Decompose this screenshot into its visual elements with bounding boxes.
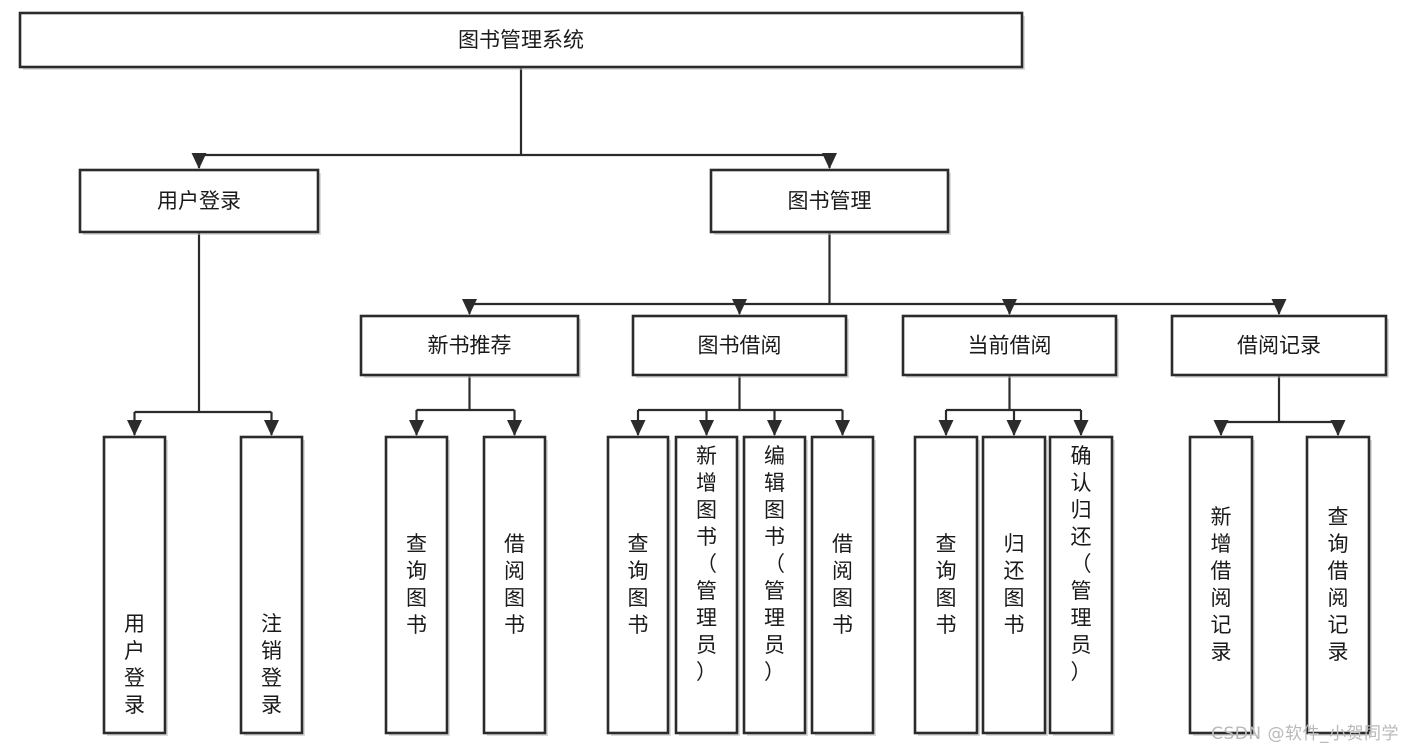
node-label: 查询借阅记录 <box>1328 505 1349 664</box>
node-label: 图书管理 <box>788 189 872 213</box>
arrow-head-icon <box>630 420 646 436</box>
node-box[interactable] <box>631 314 848 377</box>
node-label: 借阅记录 <box>1237 334 1321 358</box>
arrow-head-icon <box>1271 299 1287 315</box>
node-box[interactable] <box>1170 314 1388 377</box>
node-leaf-add-book[interactable]: 新增图书（管理员） <box>674 435 740 736</box>
node-label: 图书管理系统 <box>458 28 584 52</box>
node-leaf-user-login[interactable]: 用户登录 <box>102 435 168 736</box>
node-box[interactable] <box>901 314 1118 377</box>
node-leaf-logout-login[interactable]: 注销登录 <box>239 435 305 736</box>
arrow-head-icon <box>938 420 954 436</box>
arrow-head-icon <box>1002 299 1017 315</box>
node-label: 用户登录 <box>157 189 241 213</box>
arrow-head-icon <box>264 420 279 436</box>
node-leaf-query-book-2[interactable]: 查询图书 <box>606 435 671 736</box>
arrow-head-icon <box>835 420 850 436</box>
node-label: 查询图书 <box>936 532 957 637</box>
node-leaf-return-book[interactable]: 归还图书 <box>981 435 1048 736</box>
arrow-head-icon <box>1213 420 1229 436</box>
node-book-borrow[interactable]: 图书借阅 <box>631 314 849 378</box>
node-leaf-query-borrow-record[interactable]: 查询借阅记录 <box>1305 435 1372 736</box>
node-box[interactable] <box>606 435 670 735</box>
node-box[interactable] <box>810 435 875 735</box>
arrow-head-icon <box>1006 420 1022 436</box>
arrow-head-icon <box>409 420 424 436</box>
node-current-borrow[interactable]: 当前借阅 <box>901 314 1119 378</box>
node-label: 借阅图书 <box>832 532 853 637</box>
node-label: 图书借阅 <box>698 334 782 358</box>
node-label: 新增图书（管理员） <box>696 444 717 684</box>
node-label: 新书推荐 <box>428 334 512 358</box>
node-label: 查询图书 <box>406 532 427 637</box>
arrow-head-icon <box>507 420 522 436</box>
arrow-head-icon <box>699 420 714 436</box>
node-new-book-recommend[interactable]: 新书推荐 <box>359 314 581 378</box>
node-box[interactable] <box>78 168 320 234</box>
node-box[interactable] <box>482 435 547 735</box>
node-label: 注销登录 <box>261 612 282 717</box>
arrow-head-icon <box>1330 420 1346 436</box>
node-box[interactable] <box>1305 435 1371 735</box>
node-leaf-query-book-3[interactable]: 查询图书 <box>913 435 980 736</box>
node-box[interactable] <box>674 435 739 735</box>
node-label: 新增借阅记录 <box>1211 505 1232 664</box>
node-label: 确认归还（管理员） <box>1071 444 1092 684</box>
node-box[interactable] <box>981 435 1047 735</box>
arrow-head-icon <box>462 299 477 315</box>
arrow-head-icon <box>767 420 782 436</box>
arrow-head-icon <box>822 153 837 169</box>
node-box[interactable] <box>239 435 304 735</box>
arrow-head-icon <box>191 153 207 169</box>
arrow-head-icon <box>127 420 142 436</box>
connector-layer <box>127 67 1346 436</box>
node-layer: 图书管理系统用户登录图书管理新书推荐图书借阅当前借阅借阅记录用户登录注销登录查询… <box>18 11 1389 736</box>
node-user-login[interactable]: 用户登录 <box>78 168 321 235</box>
csdn-watermark: CSDN @软件_小贺同学 <box>1211 724 1399 744</box>
node-label: 编辑图书（管理员） <box>764 444 785 684</box>
node-box[interactable] <box>102 435 167 735</box>
node-box[interactable] <box>1188 435 1254 735</box>
arrow-head-icon <box>732 299 747 315</box>
node-label: 当前借阅 <box>968 334 1052 358</box>
node-borrow-record[interactable]: 借阅记录 <box>1170 314 1389 378</box>
node-book-manage[interactable]: 图书管理 <box>709 168 951 235</box>
node-label: 借阅图书 <box>504 532 525 637</box>
node-label: 用户登录 <box>124 612 145 717</box>
node-label: 查询图书 <box>628 532 649 637</box>
node-leaf-query-book-1[interactable]: 查询图书 <box>384 435 450 736</box>
node-box[interactable] <box>709 168 950 234</box>
node-box[interactable] <box>359 314 580 377</box>
node-box[interactable] <box>1048 435 1114 735</box>
node-box[interactable] <box>913 435 979 735</box>
node-leaf-borrow-book-2[interactable]: 借阅图书 <box>810 435 876 736</box>
arrow-head-icon <box>1073 420 1089 436</box>
node-leaf-edit-book[interactable]: 编辑图书（管理员） <box>742 435 808 736</box>
node-box[interactable] <box>742 435 807 735</box>
node-root-图书管理系统[interactable]: 图书管理系统 <box>18 11 1025 70</box>
node-leaf-borrow-book-1[interactable]: 借阅图书 <box>482 435 548 736</box>
node-box[interactable] <box>384 435 449 735</box>
node-box[interactable] <box>18 11 1024 69</box>
node-leaf-add-borrow-record[interactable]: 新增借阅记录 <box>1188 435 1255 736</box>
node-leaf-confirm-return[interactable]: 确认归还（管理员） <box>1048 435 1115 736</box>
node-label: 归还图书 <box>1004 532 1025 637</box>
